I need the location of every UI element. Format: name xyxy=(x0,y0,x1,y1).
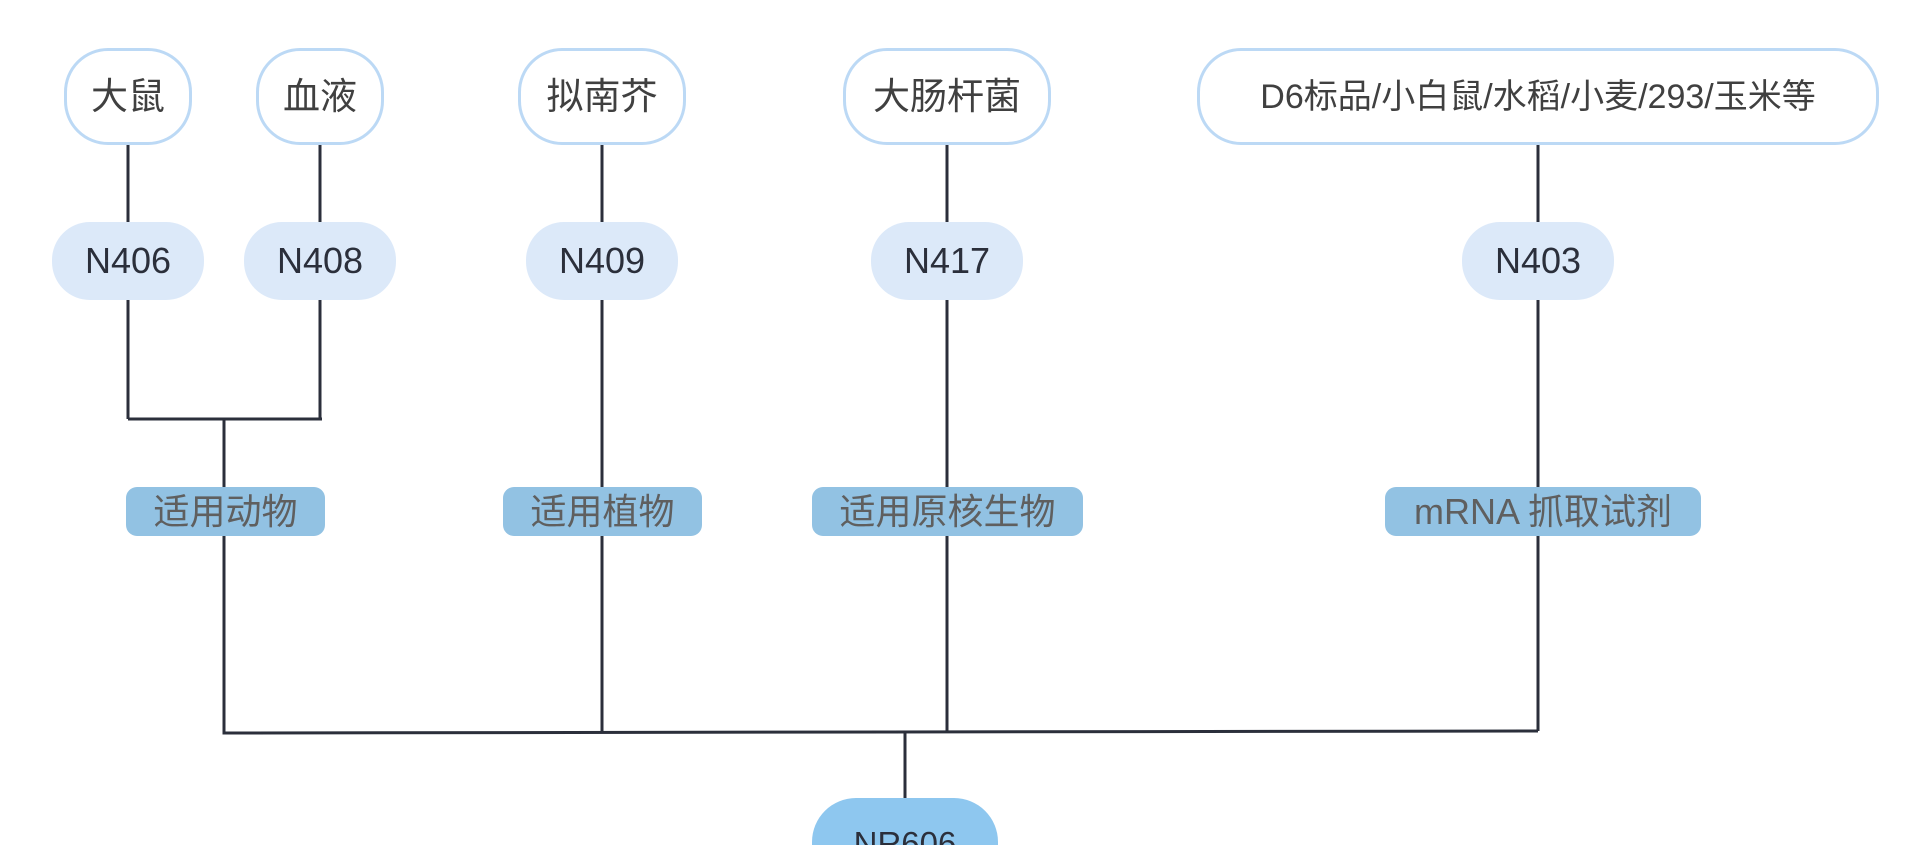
source-node-blood-label: 血液 xyxy=(283,76,357,117)
source-node-multi-species[interactable]: D6标品/小白鼠/水稻/小麦/293/玉米等 xyxy=(1197,48,1879,145)
category-node-prokaryote-label: 适用原核生物 xyxy=(839,490,1056,532)
code-node-n403[interactable]: N403 xyxy=(1462,222,1614,300)
source-node-blood[interactable]: 血液 xyxy=(256,48,384,145)
code-node-n406[interactable]: N406 xyxy=(52,222,204,300)
source-node-rat-label: 大鼠 xyxy=(91,76,165,117)
category-node-mrna-capture-reagent-label: mRNA 抓取试剂 xyxy=(1413,490,1672,532)
code-node-n408[interactable]: N408 xyxy=(244,222,396,300)
code-node-n417[interactable]: N417 xyxy=(871,222,1023,300)
code-node-n406-label: N406 xyxy=(84,240,172,281)
source-node-thale-cress[interactable]: 拟南芥 xyxy=(518,48,686,145)
category-node-plant[interactable]: 适用植物 xyxy=(503,487,702,536)
code-node-n408-label: N408 xyxy=(276,240,364,281)
category-node-animal-label: 适用动物 xyxy=(153,490,298,532)
category-node-prokaryote[interactable]: 适用原核生物 xyxy=(812,487,1083,536)
source-node-ecoli-label: 大肠杆菌 xyxy=(873,76,1021,117)
root-node-nr606[interactable]: NR606 xyxy=(812,798,998,845)
source-node-rat[interactable]: 大鼠 xyxy=(64,48,192,145)
code-node-n417-label: N417 xyxy=(903,240,991,281)
category-node-animal[interactable]: 适用动物 xyxy=(126,487,325,536)
code-node-n409[interactable]: N409 xyxy=(526,222,678,300)
root-node-nr606-label: NR606 xyxy=(853,824,957,845)
source-node-thale-cress-label: 拟南芥 xyxy=(546,76,658,117)
category-node-mrna-capture-reagent[interactable]: mRNA 抓取试剂 xyxy=(1385,487,1701,536)
code-node-n403-label: N403 xyxy=(1494,240,1582,281)
source-node-ecoli[interactable]: 大肠杆菌 xyxy=(843,48,1051,145)
edge-animal-elbow xyxy=(222,536,1539,735)
category-node-plant-label: 适用植物 xyxy=(530,490,675,532)
code-node-n409-label: N409 xyxy=(558,240,646,281)
source-node-multi-species-label: D6标品/小白鼠/水稻/小麦/293/玉米等 xyxy=(1260,77,1816,116)
